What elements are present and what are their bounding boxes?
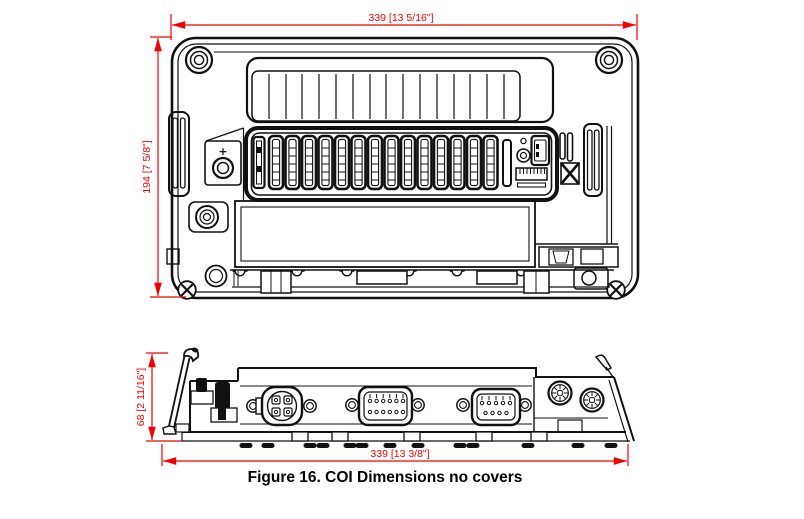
bottom-right-step (535, 243, 619, 290)
rubber-plug-small (196, 378, 207, 392)
breather-vent (560, 162, 580, 185)
rear-view-height-dimension: 194 [7 5/8"] (141, 36, 186, 298)
right-small-slot-1 (559, 132, 566, 160)
rear-width-dim-text: 339 [13 5/16"] (368, 12, 433, 24)
bottom-rail (230, 269, 614, 294)
dsub-connector-12pin (357, 385, 414, 427)
right-small-slot-2 (566, 132, 574, 162)
corner-screw-bottom-left (177, 280, 197, 300)
rear-view-width-dimension: 339 [13 5/16"] (170, 12, 638, 40)
left-hook-bracket (162, 347, 200, 435)
positive-terminal-label: + (218, 145, 227, 158)
face-screw-2 (303, 399, 317, 413)
dsub-connector-9pin (470, 387, 522, 427)
left-mounting-bracket (168, 111, 190, 197)
usb-connector (530, 134, 551, 167)
lower-left-screw-boss (204, 264, 228, 288)
side-width-dim-text: 339 [13 3/8"] (370, 448, 429, 460)
rubber-plug-large (215, 382, 230, 420)
side-view-width-dimension: 339 [13 3/8"] (161, 444, 629, 466)
corner-screw-top-right (594, 45, 624, 75)
coax-connector (516, 148, 531, 163)
rear-view: + (141, 12, 640, 300)
pin-header (515, 167, 548, 181)
left-edge-notch (166, 248, 180, 265)
lower-cover-panel (234, 200, 536, 268)
side-height-dim-text: 68 [2 11/16"] (135, 368, 147, 426)
m12-connector-1 (547, 380, 573, 406)
face-screw-3 (345, 398, 359, 412)
ground-screw-boss (188, 201, 229, 233)
terminal-slot-last (502, 139, 512, 187)
side-view-height-dimension: 68 [2 11/16"] (135, 352, 182, 442)
terminal-slot-first (252, 135, 266, 190)
heatsink-vents (245, 56, 555, 124)
io-terminal-block (244, 126, 559, 202)
figure-caption: Figure 16. COI Dimensions no covers (248, 469, 523, 486)
face-screw-4 (411, 398, 425, 412)
m12-connector-2 (579, 387, 605, 413)
positive-terminal: + (204, 140, 242, 186)
case-outline (170, 36, 640, 300)
side-view: 68 [2 11/16"] 339 [13 3/8"] (135, 347, 635, 466)
bottom-feet (239, 443, 618, 448)
left-shelf-plugs (190, 378, 238, 423)
status-led (520, 137, 527, 145)
face-screw-5 (456, 398, 470, 412)
bottom-tabs (291, 431, 548, 442)
power-connector-4pin (255, 385, 304, 427)
corner-screw-top-left (184, 45, 214, 75)
right-connector-section (533, 354, 614, 433)
right-mounting-bracket (583, 123, 603, 197)
corner-screw-bottom-right (606, 280, 626, 300)
rear-height-dim-text: 194 [7 5/8"] (141, 140, 153, 193)
